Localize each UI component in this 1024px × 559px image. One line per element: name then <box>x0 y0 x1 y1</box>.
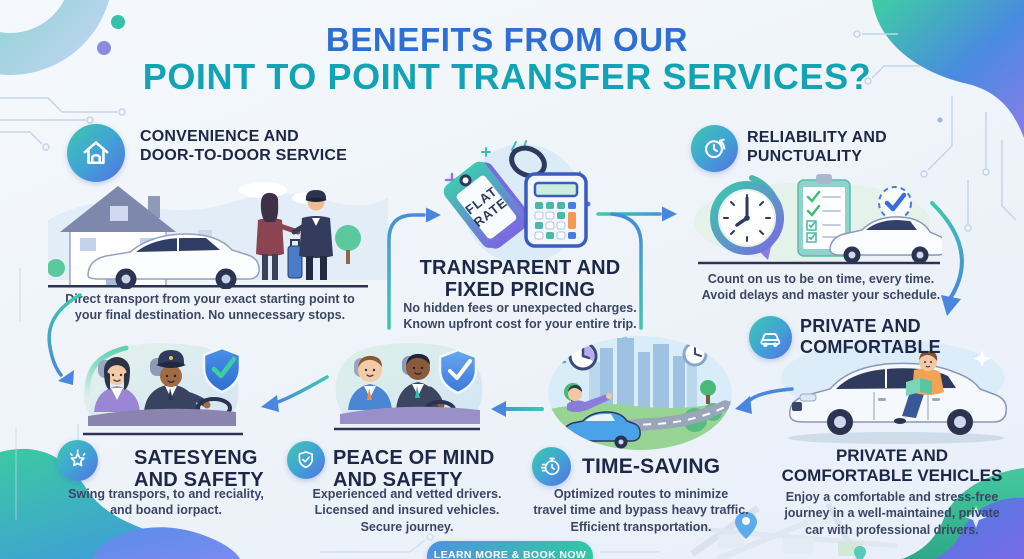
dashboard <box>340 406 480 424</box>
heading-line: COMFORTABLE VEHICLES <box>781 466 1003 486</box>
shield-check-illustration <box>202 346 242 394</box>
body-line: Enjoy a comfortable and stress-free <box>785 490 999 504</box>
heading-line: TRANSPARENT AND <box>419 257 621 279</box>
flat-rate-tag: FLAT RATE <box>443 161 532 249</box>
corner-blob-decoration <box>92 527 240 559</box>
convenience-icon-badge <box>67 124 125 182</box>
reliability-illustration <box>694 174 942 265</box>
body-line: Secure journey. <box>360 519 454 534</box>
pointing-driver-illustration <box>567 385 612 412</box>
chauffeur-illustration <box>291 190 333 280</box>
house-icon <box>83 141 109 165</box>
main-title: BENEFITS FROM OUR POINT TO POINT TRANSFE… <box>0 21 1014 97</box>
heading-line: CONVENIENCE AND <box>140 128 299 145</box>
pricing-illustration: FLAT RATE <box>443 140 591 262</box>
heading-line: PRIVATE AND <box>835 446 949 465</box>
clock-icon <box>704 138 726 159</box>
reliability-icon-badge <box>691 125 738 172</box>
private-icon-badge <box>749 316 792 359</box>
arrow-to-safety <box>276 375 329 404</box>
convenience-body: Direct transport from your exact startin… <box>40 291 380 324</box>
time-saving-heading: TIME-SAVING <box>582 455 720 479</box>
passenger-illustration <box>348 355 392 410</box>
peace-body: Experienced and vetted drivers. Licensed… <box>298 486 516 535</box>
car-illustration <box>829 216 942 264</box>
body-line: Count on us to be on time, every time. <box>707 272 935 286</box>
heading-line: PRIVATE AND <box>800 316 921 336</box>
title-line-1: BENEFITS FROM OUR <box>325 21 689 58</box>
pricing-heading: TRANSPARENT AND FIXED PRICING <box>390 257 650 302</box>
body-line: Licensed and insured vehicles. <box>314 503 500 518</box>
private-heading: PRIVATE AND COMFORTABLE <box>800 316 941 358</box>
safety-body: Swing transpors, to and reciality, and b… <box>46 486 286 519</box>
heading-line: DOOR-TO-DOOR SERVICE <box>140 146 347 164</box>
chauffeur-illustration <box>144 350 211 412</box>
safety-illustration <box>83 343 243 436</box>
body-line: travel time and bypass heavy traffic. <box>533 503 749 518</box>
body-line: Direct transport from your exact startin… <box>65 292 355 306</box>
body-line: Efficient transportation. <box>570 519 712 534</box>
private-illustration <box>781 340 1008 444</box>
luxury-car-illustration <box>789 362 1008 423</box>
heading-line: SATESYENG <box>134 447 258 469</box>
map-pin-icon <box>854 546 866 559</box>
check-badge-illustration <box>878 186 912 220</box>
passenger-illustration <box>94 357 140 412</box>
body-line: Avoid delays and master your schedule. <box>701 288 941 303</box>
body-line: and boand iorpact. <box>110 503 222 518</box>
body-line: journey in a well-maintained, private <box>784 506 1000 521</box>
heading-line: FIXED PRICING <box>444 279 596 302</box>
ground-line <box>48 285 368 288</box>
private-body: Enjoy a comfortable and stress-free jour… <box>762 489 1022 538</box>
passenger-illustration <box>894 350 944 424</box>
pricing-body: No hidden fees or unexpected charges. Kn… <box>384 300 656 333</box>
body-line: Swing transpors, to and reciality, <box>68 487 264 501</box>
convenience-illustration <box>48 182 388 289</box>
time-saving-body: Optimized routes to minimize travel time… <box>527 486 755 535</box>
stopwatch-icon <box>541 458 560 476</box>
peace-heading: PEACE OF MIND AND SAFETY <box>333 447 495 492</box>
stopwatch-illustration <box>551 336 598 371</box>
clock-illustration <box>710 175 784 260</box>
title-line-2: POINT TO POINT TRANSFER SERVICES? <box>142 55 872 97</box>
shield-check-icon <box>298 451 314 469</box>
heading-line: AND SAFETY <box>333 469 463 492</box>
clock-illustration <box>682 341 708 367</box>
city-skyline <box>589 336 697 410</box>
body-line: Optimized routes to minimize <box>553 487 729 501</box>
car-illustration <box>87 233 260 289</box>
reliability-body: Count on us to be on time, every time. A… <box>690 271 952 304</box>
peace-icon-badge <box>287 441 325 479</box>
body-line: car with professional drivers. <box>805 522 979 537</box>
heading-line: COMFORTABLE <box>800 337 941 358</box>
luggage-illustration <box>287 239 303 279</box>
body-line: your final destination. No unnecessary s… <box>74 308 346 323</box>
private-subheading: PRIVATE AND COMFORTABLE VEHICLES <box>762 446 1022 486</box>
traveler-illustration <box>256 192 301 280</box>
dashboard <box>88 408 236 426</box>
reliability-heading: RELIABILITY AND PUNCTUALITY <box>747 129 887 167</box>
time-saving-icon-badge <box>532 447 571 486</box>
peace-illustration <box>334 343 483 431</box>
car-illustration <box>562 411 641 449</box>
tag-ring <box>509 145 547 179</box>
shield-check-illustration <box>438 348 478 395</box>
time-saving-illustration <box>548 336 732 450</box>
calculator-illustration <box>524 172 588 248</box>
star-icon <box>69 449 86 467</box>
heading-line: PEACE OF MIND <box>333 447 495 469</box>
learn-more-button[interactable]: LEARN MORE & BOOK NOW <box>427 541 593 559</box>
body-line: No hidden fees or unexpected charges. <box>403 301 637 315</box>
car-icon <box>760 333 781 348</box>
body-line: Experienced and vetted drivers. <box>312 487 502 501</box>
safety-icon-badge <box>57 440 98 481</box>
heading-line: PUNCTUALITY <box>747 147 863 165</box>
heading-line: TIME-SAVING <box>582 455 721 478</box>
body-line: Known upfront cost for your entire trip. <box>403 317 637 332</box>
convenience-heading: CONVENIENCE AND DOOR-TO-DOOR SERVICE <box>140 128 347 166</box>
heading-line: RELIABILITY AND <box>747 129 887 146</box>
